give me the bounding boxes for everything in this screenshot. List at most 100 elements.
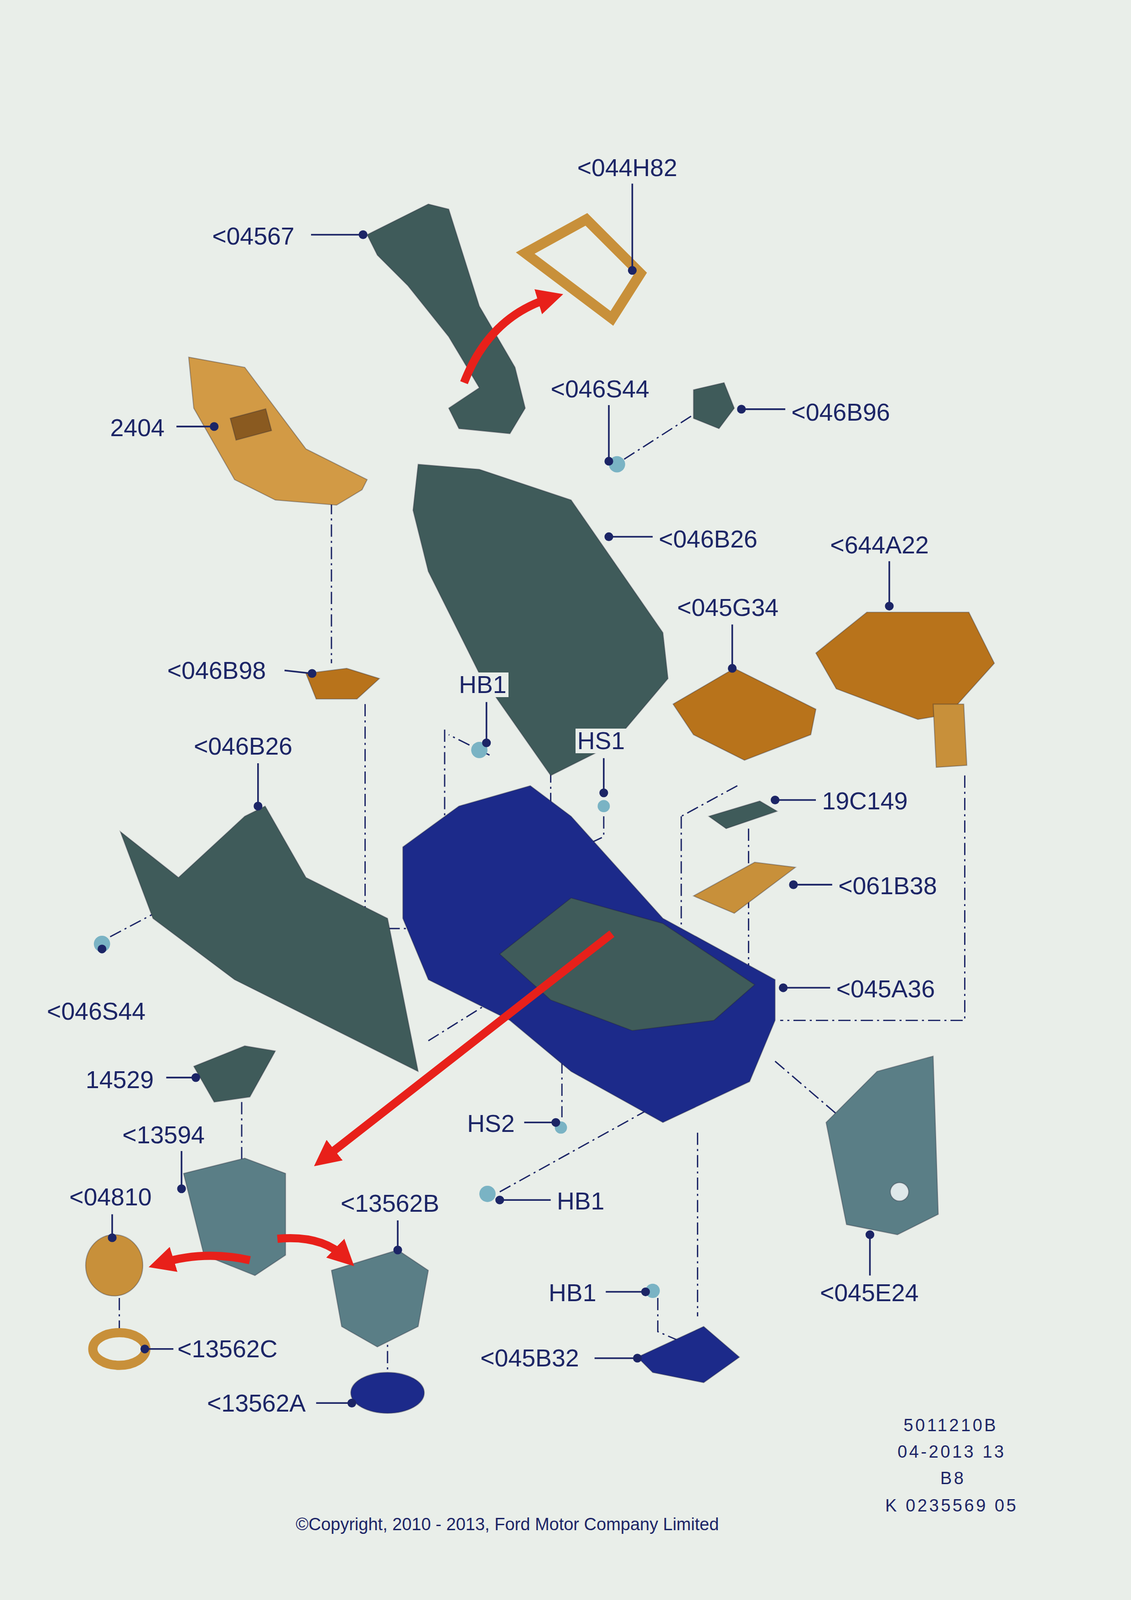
drawing-element [359, 231, 367, 239]
drawing-element [324, 933, 613, 1158]
part-number: 2404 [108, 415, 167, 441]
part-number: <046B98 [165, 658, 268, 683]
drawing-element [141, 1344, 149, 1353]
drawing-element [607, 404, 610, 462]
part-number: 14529 [83, 1067, 156, 1092]
part-2404 [188, 357, 368, 505]
part-045E24-hole [890, 1182, 909, 1201]
drawing-element [642, 1287, 650, 1296]
part-number: <046S44 [549, 376, 652, 402]
part-046B26-left [120, 805, 419, 1072]
drawing-element [783, 986, 831, 989]
part-644A22 [815, 612, 995, 720]
drawing-element [888, 560, 891, 606]
drawing-element [177, 1184, 186, 1193]
drawing-element [311, 233, 364, 236]
drawing-element [394, 1245, 402, 1254]
part-number: <046B26 [657, 526, 760, 552]
drawing-element [479, 1185, 496, 1202]
part-13562A [350, 1371, 425, 1413]
drawing-element [499, 1198, 551, 1201]
leader-lines [98, 183, 893, 1407]
part-04810 [85, 1234, 143, 1296]
part-number: <045E24 [818, 1280, 921, 1305]
drawing-element [499, 1106, 653, 1192]
part-19C149 [708, 800, 778, 829]
part-number: <13562C [175, 1336, 280, 1361]
drawing-element [485, 701, 488, 743]
part-045B32 [637, 1326, 740, 1383]
drawing-element [118, 1297, 120, 1329]
part-number: 19C149 [819, 788, 910, 814]
part-number: HB1 [546, 1280, 598, 1305]
drawing-element [597, 799, 610, 813]
drawing-element [166, 1076, 197, 1079]
part-number: <046S44 [45, 998, 148, 1024]
drawing-element [605, 533, 613, 541]
part-number: <13562B [338, 1190, 441, 1216]
reference-code: ©Copyright, 2010 - 2013, Ford Motor Comp… [294, 1514, 722, 1533]
drawing-element [561, 1060, 563, 1117]
assembly-lines [110, 408, 965, 1380]
part-045A36-shell [499, 897, 755, 1031]
part-14529 [193, 1045, 276, 1102]
drawing-element [741, 408, 786, 410]
drawing-element [869, 1234, 872, 1275]
drawing-element [308, 669, 316, 677]
part-13562B [331, 1249, 429, 1347]
part-number: HB1 [456, 672, 509, 697]
drawing-element [779, 983, 788, 991]
drawing-element [108, 1233, 116, 1241]
part-number: HS2 [465, 1110, 517, 1136]
part-number: <04567 [210, 223, 297, 249]
drawing-element [482, 738, 491, 747]
drawing-element [523, 1120, 556, 1123]
drawing-element [463, 297, 551, 383]
drawing-element [605, 457, 613, 465]
part-046B26-top [413, 464, 669, 776]
part-061B38 [693, 861, 796, 914]
drawing-element [176, 425, 215, 428]
drawing-element [608, 535, 653, 538]
drawing-element [775, 798, 816, 801]
reference-code: K 0235569 05 [883, 1496, 1020, 1514]
drawing-element [602, 757, 605, 793]
drawing-element [605, 1290, 646, 1293]
part-number: <644A22 [828, 532, 931, 558]
part-2404-opening [230, 408, 272, 440]
part-number: <044H82 [575, 155, 680, 181]
part-04567 [367, 203, 526, 434]
drawing-element [771, 796, 779, 804]
reference-code: 5011210B [901, 1416, 1000, 1434]
reference-code: 04-2013 13 [895, 1442, 1008, 1460]
drawing-element [633, 1354, 642, 1362]
part-045E24 [825, 1055, 939, 1235]
part-number: <13594 [120, 1122, 207, 1147]
drawing-element [330, 501, 333, 663]
drawing-element [793, 883, 833, 886]
drawing-element [594, 1356, 638, 1359]
drawing-element [396, 1219, 399, 1250]
drawing-element [631, 183, 634, 271]
drawing-element [210, 422, 218, 431]
drawing-element [552, 1118, 560, 1126]
drawing-element [254, 802, 262, 810]
part-number: <061B38 [836, 873, 939, 898]
part-number: <046B96 [789, 399, 892, 425]
part-number: <045G34 [675, 595, 781, 620]
reference-code: B8 [938, 1468, 968, 1487]
part-number: <046B26 [191, 733, 295, 759]
part-number: <045B32 [478, 1345, 581, 1370]
drawing-element [728, 664, 737, 672]
drawing-element [241, 1101, 243, 1163]
drawing-element [624, 408, 704, 460]
drawing-element [780, 775, 965, 1021]
drawing-element [866, 1230, 874, 1238]
part-number: <04810 [67, 1184, 154, 1209]
part-045G34 [673, 668, 816, 760]
drawing-element [496, 1195, 504, 1204]
screws [93, 456, 660, 1298]
drawing-element [737, 405, 746, 413]
drawing-element [789, 880, 798, 888]
drawing-element [628, 266, 637, 275]
